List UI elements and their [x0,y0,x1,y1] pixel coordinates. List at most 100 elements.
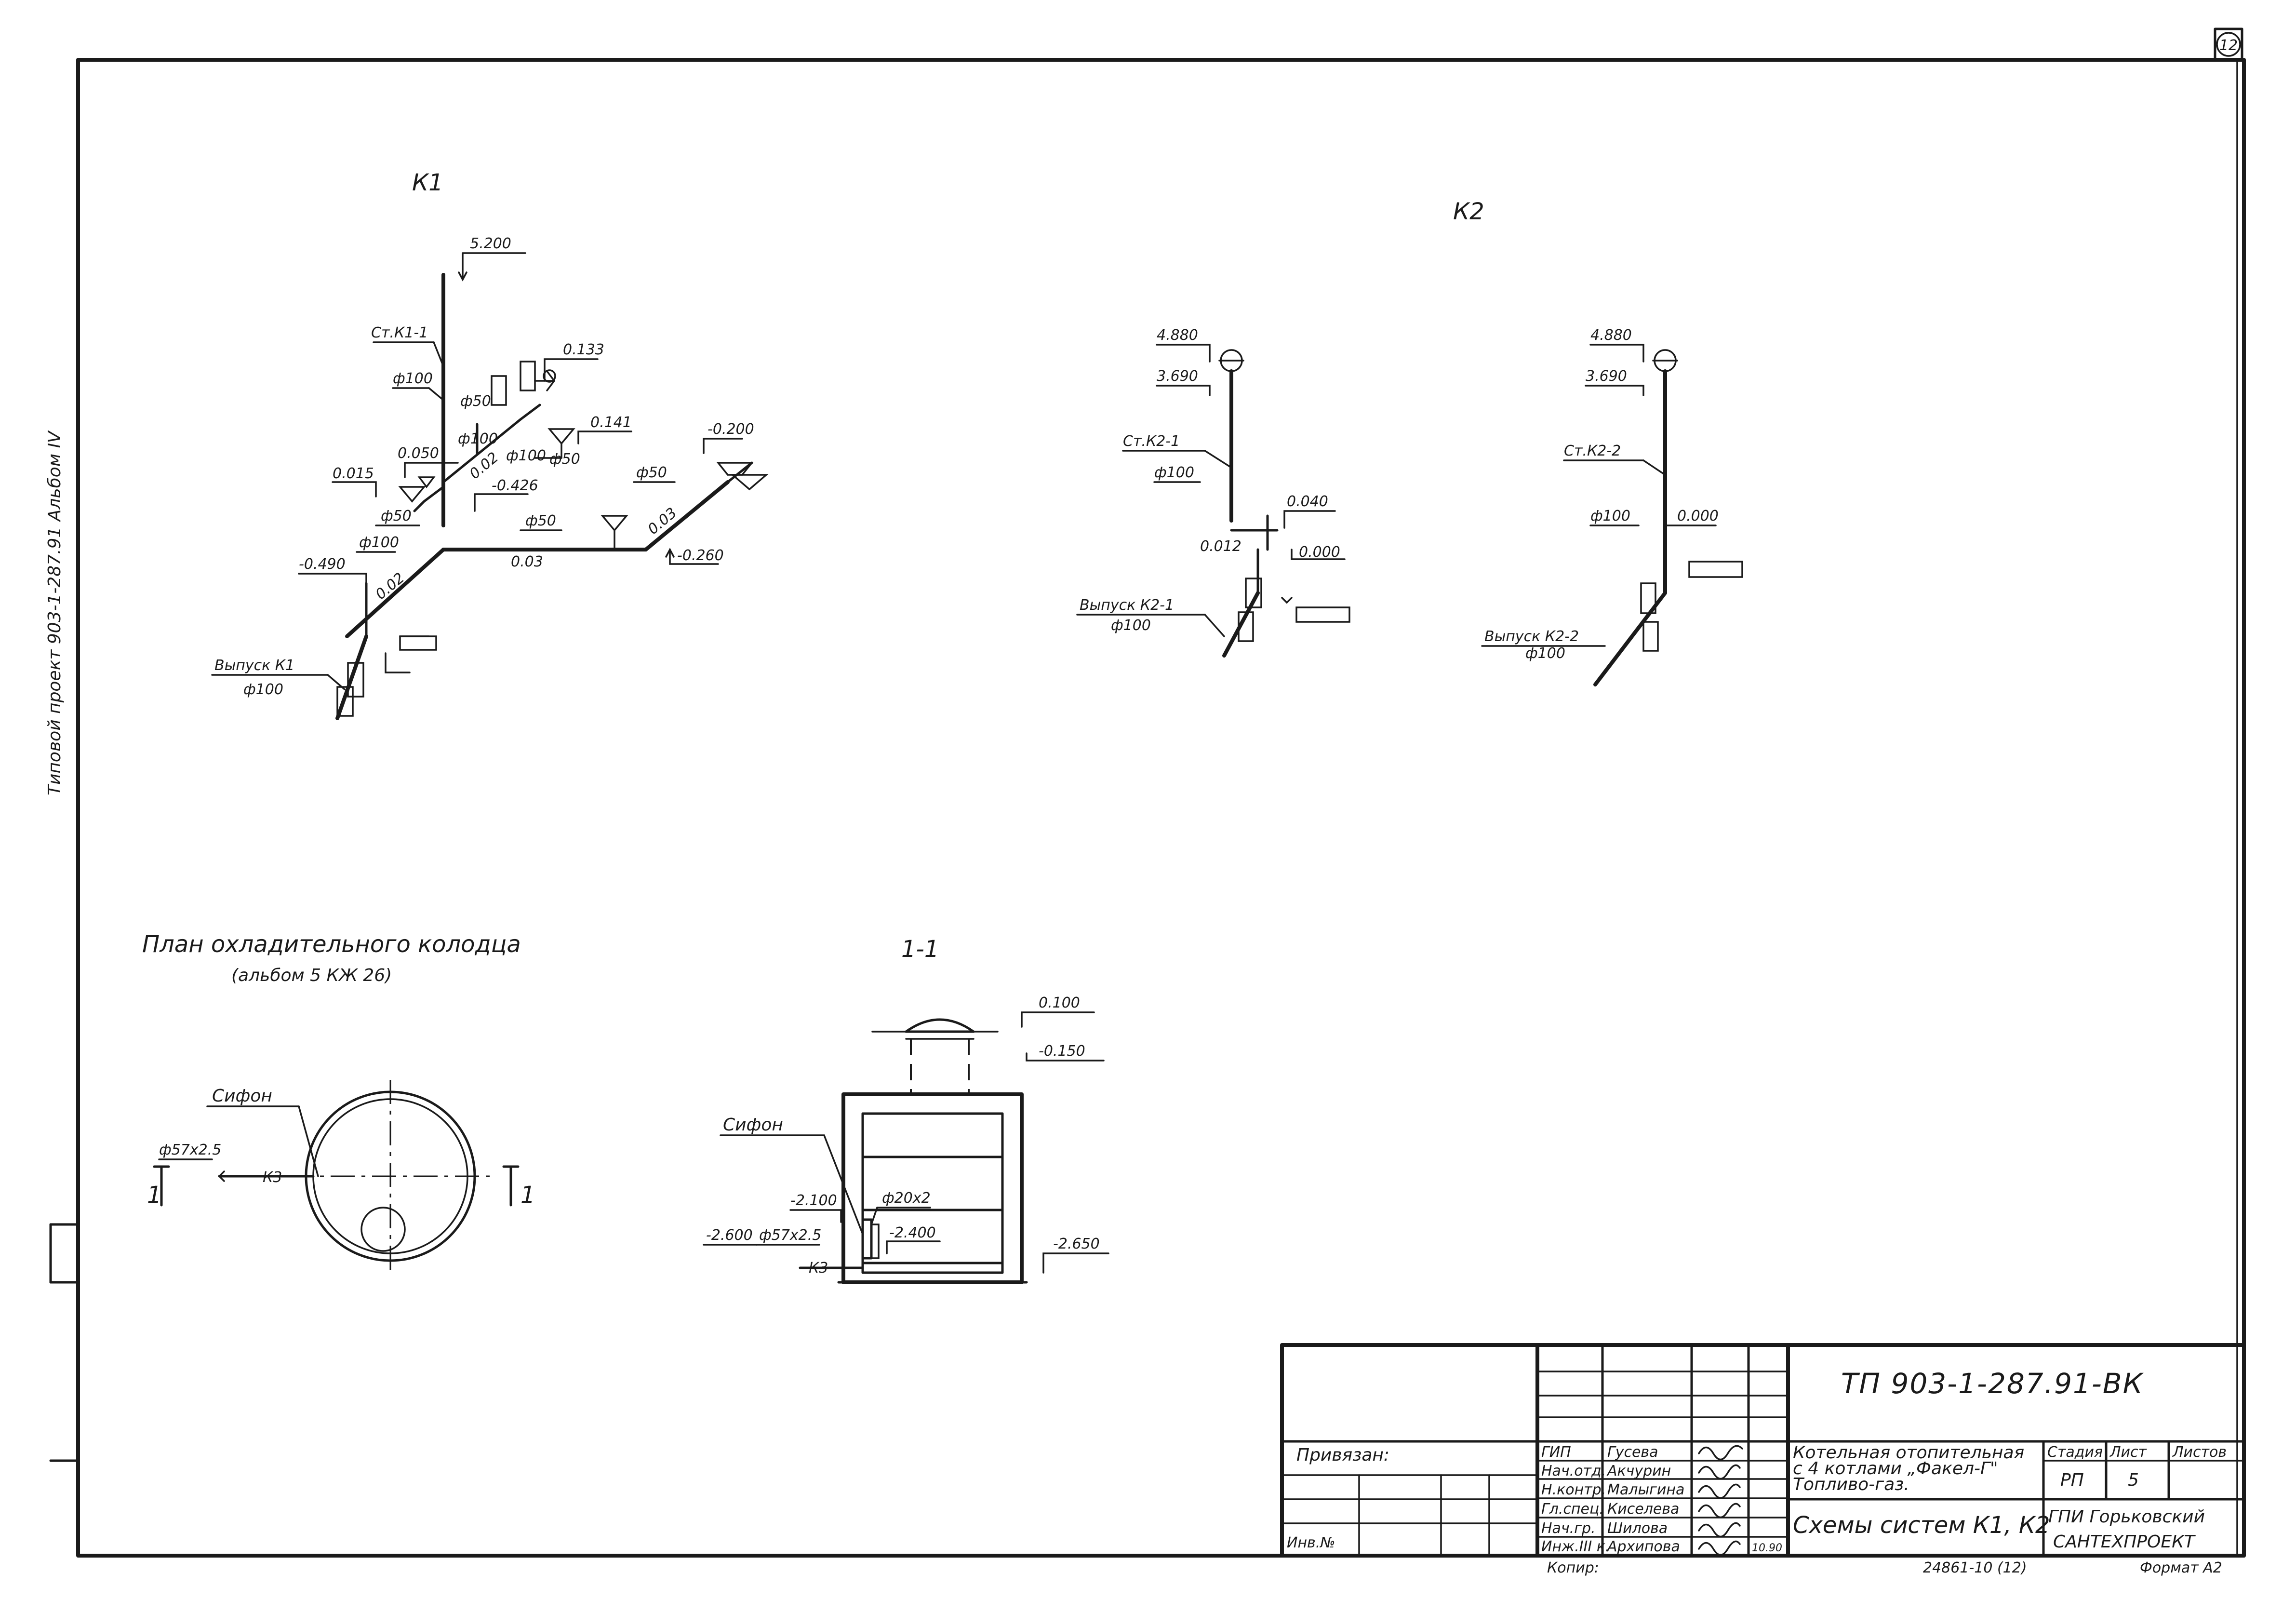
k1-elev-m0200: -0.200 [707,421,754,438]
section-elev-m2400: -2.400 [889,1224,936,1241]
k1-d50-e: ф50 [525,512,556,529]
k1-d50-d: ф50 [636,464,667,481]
section-elev-0100: 0.100 [1039,995,1080,1011]
well-plan-siphon-label: Сифон [212,1086,272,1106]
staff-role-1: ГИП [1541,1444,1571,1461]
k2r-elev-3690: 3.690 [1586,368,1627,385]
sheet-number-badge: 12 [2214,27,2243,61]
k2l-elev-3690: 3.690 [1157,368,1198,385]
k2l-outlet: Выпуск К2-1 [1080,597,1174,614]
k1-elev-m0426: -0.426 [492,477,538,494]
k2l-elev-0040: 0.040 [1287,493,1328,510]
k2r-diameter: ф100 [1590,508,1630,524]
staff-role-3: Н.контр. [1541,1481,1606,1498]
k1-elev-0133: 0.133 [563,341,604,358]
k2l-elev-4880: 4.880 [1157,327,1198,344]
copied-label: Копир: [1547,1559,1599,1576]
cut-mark-right: 1 [521,1182,535,1209]
k2r-elev-4880: 4.880 [1590,327,1632,344]
section-pipe: ф57х2.5 [759,1227,821,1244]
k2r-riser-label: Ст.К2-2 [1564,443,1621,459]
section-elev-m2600: -2.600 [706,1227,753,1244]
k1-outlet: Выпуск К1 [214,657,294,674]
project-name-line1: Котельная отопительная [1793,1443,2024,1463]
k2-left-scheme: 4.880 3.690 Ст.К2-1 ф100 0.040 0.012 0.0… [1076,327,1350,658]
sheet-value: 5 [2128,1470,2139,1490]
k1-riser-diameter: ф100 [393,370,433,387]
inventory-label: Инв.№ [1287,1534,1335,1551]
well-plan-pipe-label: ф57х2.5 [159,1142,221,1158]
sheet-frame [49,58,2246,1558]
staff-name-3: Малыгина [1607,1481,1684,1498]
k1-d50-a: ф50 [460,393,491,410]
organization-line1: ГПИ Горьковский [2048,1507,2205,1527]
section-k3: К3 [809,1260,828,1277]
staff-name-5: Шилова [1607,1520,1668,1537]
k2l-elev-0000: 0.000 [1299,544,1340,561]
k1-elev-0141: 0.141 [590,414,632,431]
project-name-line2: с 4 котлами „Факел-Г" [1793,1459,1998,1479]
section-siphon-label: Сифон [723,1115,783,1135]
k1-d50-b: ф50 [549,451,580,468]
k1-elev-0050: 0.050 [398,445,439,462]
k2-title: К2 [1453,198,1484,225]
k1-slope-c: 0.03 [511,553,543,570]
k1-d100-c: ф100 [359,534,399,551]
archive-number: 24861-10 (12) [1923,1559,2027,1576]
well-plan: План охладительного колодца (альбом 5 КЖ… [142,931,535,1273]
project-name-line3: Топливо-газ. [1793,1475,1909,1494]
k1-elev-top: 5.200 [470,235,511,252]
staff-role-5: Нач.гр. [1541,1520,1596,1537]
section-pipe-small: ф20х2 [882,1190,931,1207]
k2r-elev-0000: 0.000 [1677,508,1719,524]
side-stamp: Типовой проект 903-1-287.91 Альбом IV [45,430,65,795]
signature-date: 10.90 [1752,1542,1782,1554]
drawing-title: Схемы систем К1, К2 [1793,1512,2050,1539]
staff-role-6: Инж.III к. [1541,1538,1610,1555]
well-plan-subtitle: (альбом 5 КЖ 26) [231,966,392,985]
sheet-format: Формат А2 [2140,1559,2222,1576]
k1-outlet-diameter: ф100 [243,681,283,698]
staff-role-2: Нач.отд. [1541,1463,1606,1479]
k2l-outlet-diameter: ф100 [1111,617,1151,634]
k2l-riser-label: Ст.К2-1 [1123,433,1180,450]
section-elev-m0150: -0.150 [1039,1043,1085,1060]
organization-line2: САНТЕХПРОЕКТ [2053,1532,2196,1552]
section-elev-m2100: -2.100 [790,1192,837,1209]
staff-name-6: Архипова [1606,1538,1680,1555]
staff-name-1: Гусева [1607,1444,1658,1461]
k1-elev-0015: 0.015 [333,465,374,482]
staff-name-2: Акчурин [1606,1463,1671,1479]
k1-title: К1 [412,169,443,196]
k1-d100-a: ф100 [458,430,498,447]
k2-right-scheme: 4.880 3.690 Ст.К2-2 ф100 0.000 Выпуск К2… [1481,327,1743,686]
section-elev-m2650: -2.650 [1053,1236,1100,1252]
section-1-1: 1-1 0.100 -0.150 Сифон -2.100 ф20х2 -2.6… [703,936,1109,1284]
k1-slope-b: 0.03 [645,504,681,538]
staff-role-4: Гл.спец. [1541,1501,1604,1518]
section-title: 1-1 [901,936,939,963]
k1-d100-b: ф100 [506,447,546,464]
well-plan-k3: К3 [263,1169,282,1186]
stage-value: РП [2060,1470,2084,1490]
sheet-header: Лист [2109,1444,2148,1461]
staff-name-4: Киселева [1607,1501,1679,1518]
k1-elev-m0260: -0.260 [677,547,724,564]
stage-header: Стадия [2047,1444,2103,1461]
k2r-outlet: Выпуск К2-2 [1484,628,1579,645]
well-plan-title: План охладительного колодца [142,931,521,958]
title-block: Привязан: Инв.№ ГИП Гусева Нач.отд. Акчу… [1280,1343,2246,1576]
k1-elev-m0490: -0.490 [299,556,346,573]
k2l-diameter: ф100 [1154,464,1194,481]
k2l-slope: 0.012 [1200,538,1241,555]
k1-d50-c: ф50 [381,508,412,524]
privyazan-label: Привязан: [1296,1445,1389,1465]
signatures [1698,1445,1743,1556]
cut-mark-left: 1 [147,1182,162,1209]
sheet-number: 12 [2219,37,2238,54]
k1-scheme: К1 5.200 Ст.К1-1 ф100 ф50 ф100 ф100 0.02… [211,169,769,720]
document-code: ТП 903-1-287.91-ВК [1841,1367,2144,1400]
k1-riser-label: Ст.К1-1 [371,324,428,341]
k2r-outlet-diameter: ф100 [1525,645,1565,662]
